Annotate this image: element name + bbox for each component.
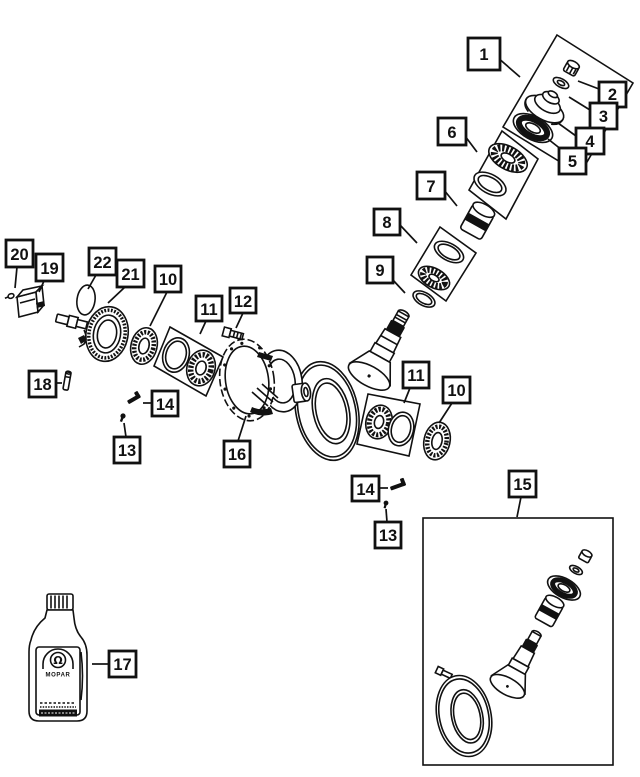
svg-text:13: 13 <box>118 442 136 460</box>
tone-ring-hub <box>54 305 130 363</box>
right-bearing-kit-group <box>356 393 421 457</box>
svg-text:6: 6 <box>447 124 456 142</box>
bearing-race <box>433 240 465 264</box>
pinion-flange-kit-group <box>501 33 635 176</box>
drive-pinion-gear <box>347 309 410 391</box>
callout-7[interactable]: 7 <box>415 170 458 207</box>
callout-11-right[interactable]: 11 <box>401 360 431 404</box>
ring-gear <box>294 360 360 462</box>
ring-and-pinion-kit-group <box>422 517 614 766</box>
crush-spacer <box>459 201 496 240</box>
callout-19[interactable]: 19 <box>34 252 65 293</box>
tapered-bearing <box>364 404 394 440</box>
callout-20[interactable]: 20 <box>4 238 35 289</box>
seal-ring <box>387 411 415 447</box>
callout-6[interactable]: 6 <box>436 116 478 153</box>
callout-8[interactable]: 8 <box>372 207 418 244</box>
svg-text:18: 18 <box>33 376 51 394</box>
callout-5[interactable]: 5 <box>547 138 588 176</box>
svg-text:7: 7 <box>426 178 435 196</box>
svg-text:2: 2 <box>608 86 617 104</box>
speed-sensor <box>54 313 89 330</box>
tapered-bearing <box>185 349 217 387</box>
kit-spacer <box>534 594 565 628</box>
svg-text:4: 4 <box>585 133 595 151</box>
svg-text:21: 21 <box>121 266 139 284</box>
svg-text:11: 11 <box>407 367 424 385</box>
callout-15[interactable]: 15 <box>507 469 538 518</box>
kit-nut <box>577 549 593 564</box>
callout-16[interactable]: 16 <box>222 415 252 469</box>
callout-13-left[interactable]: 13 <box>112 422 142 465</box>
dowel-pin <box>62 370 72 391</box>
tapered-bearing <box>488 142 528 174</box>
left-bearing-kit-group <box>152 325 225 398</box>
svg-text:5: 5 <box>568 153 577 171</box>
inner-pinion-bearing-group <box>409 225 478 303</box>
svg-text:14: 14 <box>156 396 175 414</box>
sensor-screw <box>4 292 15 300</box>
svg-text:10: 10 <box>159 271 177 289</box>
ring-gear-bolt <box>221 326 245 341</box>
svg-text:1: 1 <box>479 46 488 64</box>
callout-22[interactable]: 22 <box>87 246 118 290</box>
svg-text:12: 12 <box>234 293 252 311</box>
carrier-stub-shaft <box>291 382 312 404</box>
callout-14-left[interactable]: 14 <box>143 389 180 418</box>
svg-text:19: 19 <box>40 260 58 278</box>
kit-washer <box>568 564 584 576</box>
outer-pinion-bearing-group <box>467 129 540 221</box>
svg-text:22: 22 <box>93 254 111 272</box>
differential-carrier <box>218 338 312 422</box>
callout-13-right[interactable]: 13 <box>373 508 403 550</box>
retainer-clip-right <box>390 477 406 491</box>
svg-text:9: 9 <box>375 262 384 280</box>
side-bearing-right <box>422 421 452 461</box>
callout-18[interactable]: 18 <box>27 369 62 399</box>
kit-pinion-gear <box>489 629 542 699</box>
clip-bolt-left <box>119 413 126 423</box>
retainer-clip-left <box>127 391 141 404</box>
hub-o-ring <box>76 284 96 316</box>
kit-bolt <box>434 665 454 680</box>
bottle-cap <box>46 593 74 611</box>
callout-4[interactable]: 4 <box>557 122 606 156</box>
pinion-seal <box>512 112 554 144</box>
svg-text:14: 14 <box>356 481 375 499</box>
bearing-race <box>473 171 507 197</box>
callout-17[interactable]: 17 <box>92 649 138 679</box>
svg-text:3: 3 <box>599 108 608 126</box>
seal-ring <box>161 337 191 373</box>
svg-text:13: 13 <box>379 527 397 545</box>
callout-12[interactable]: 12 <box>228 286 258 329</box>
pinion-nut <box>562 59 581 77</box>
kit-seal <box>546 575 582 601</box>
pinion-shim <box>412 290 436 308</box>
side-bearing-left <box>129 326 159 366</box>
bottle-label: Ω MOPAR <box>35 646 81 717</box>
sensor-block <box>14 284 45 319</box>
svg-text:10: 10 <box>447 382 465 400</box>
mopar-logo-icon: Ω <box>53 654 63 667</box>
pinion-washer <box>552 76 570 90</box>
callout-1[interactable]: 1 <box>466 36 521 78</box>
tapered-bearing <box>417 265 451 291</box>
pinion-flange <box>524 90 565 126</box>
svg-text:20: 20 <box>10 246 28 264</box>
svg-text:15: 15 <box>513 476 531 494</box>
gear-oil-bottle: Ω MOPAR <box>28 593 88 722</box>
callout-11-left[interactable]: 11 <box>194 294 224 335</box>
callout-10-left[interactable]: 10 <box>149 264 183 327</box>
clip-bolt-right <box>383 500 389 509</box>
callout-14-right[interactable]: 14 <box>350 474 388 503</box>
svg-text:17: 17 <box>113 656 131 674</box>
callout-9[interactable]: 9 <box>365 255 406 294</box>
svg-text:11: 11 <box>200 301 217 319</box>
bottle-brand-text: MOPAR <box>46 673 71 679</box>
callout-10-right[interactable]: 10 <box>438 375 472 424</box>
kit-ring-gear <box>435 674 493 758</box>
svg-text:16: 16 <box>228 446 246 464</box>
svg-text:8: 8 <box>382 214 391 232</box>
